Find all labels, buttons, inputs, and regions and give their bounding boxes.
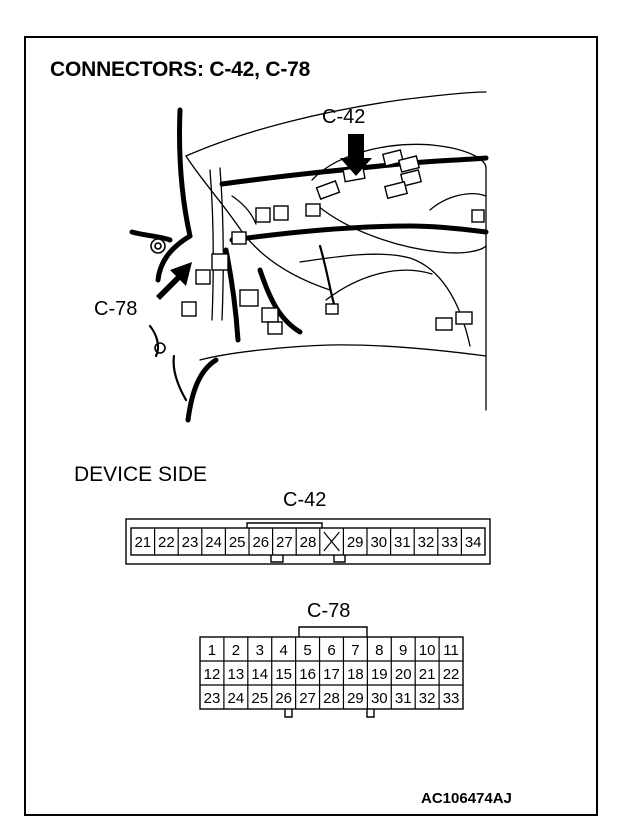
c78-pin-number: 16 [299,666,316,683]
c78-pin-number: 31 [395,690,412,707]
c78-pin-number: 33 [443,690,460,707]
c42-pin-number: 27 [276,534,293,551]
c42-pin-number: 23 [182,534,199,551]
c78-pin-number: 15 [275,666,292,683]
c42-pin-number: 30 [370,534,387,551]
c42-connector-face [125,518,491,565]
c78-pin-number: 10 [419,642,436,659]
c78-pin-number: 14 [251,666,268,683]
c42-pin-number: 25 [229,534,246,551]
c78-pin-number: 12 [204,666,221,683]
c78-pin-number: 11 [443,642,459,659]
c78-pin-number: 4 [280,642,288,659]
c42-pin-number: 26 [252,534,269,551]
c78-pin-number: 5 [303,642,311,659]
c42-empty-cavity-mark [323,531,340,552]
c42-arrow [340,134,372,176]
c78-pin-number: 8 [375,642,383,659]
c42-pin-number: 24 [205,534,222,551]
c78-pin-number: 13 [228,666,245,683]
c78-pin-number: 23 [204,690,221,707]
c42-pin-number: 21 [134,534,151,551]
c78-connector-face [199,626,464,718]
c78-pin-number: 32 [419,690,436,707]
c78-pin-number: 20 [395,666,412,683]
figure-id: AC106474AJ [421,790,512,807]
c78-pin-number: 24 [228,690,245,707]
c78-pin-number: 9 [399,642,407,659]
c78-arrow [156,262,192,300]
c42-callout-label: C-42 [322,106,366,128]
c78-pin-number: 3 [256,642,264,659]
c78-pin-number: 18 [347,666,364,683]
c42-pin-number: 28 [300,534,317,551]
dashboard-outline [185,91,487,157]
c78-pin-number: 6 [327,642,335,659]
c42-connector-label: C-42 [283,489,327,511]
c42-pin-number: 33 [441,534,458,551]
main-harness [229,223,489,243]
c78-callout-label: C-78 [94,298,138,320]
c78-pin-number: 17 [323,666,340,683]
diagram-title: CONNECTORS: C-42, C-78 [50,58,311,81]
c42-pin-number: 32 [418,534,435,551]
c42-pin-number: 29 [347,534,364,551]
c78-pin-number: 2 [232,642,240,659]
c78-pin-number: 21 [419,666,436,683]
c42-pin-number: 34 [465,534,482,551]
c78-pin-number: 28 [323,690,340,707]
c78-pin-number: 1 [208,642,216,659]
c78-pin-number: 22 [443,666,460,683]
c78-pin-number: 29 [347,690,364,707]
c78-pin-number: 7 [351,642,359,659]
c42-pin-number: 31 [394,534,411,551]
c78-pin-number: 30 [371,690,388,707]
c78-pin-number: 19 [371,666,388,683]
c78-pin-number: 27 [299,690,316,707]
c42-pin-number: 22 [158,534,175,551]
diagram-frame [24,36,598,816]
c78-pin-number: 26 [275,690,292,707]
c78-pin-number: 25 [251,690,268,707]
c78-connector-label: C-78 [307,600,351,622]
device-side-label: DEVICE SIDE [74,463,208,486]
